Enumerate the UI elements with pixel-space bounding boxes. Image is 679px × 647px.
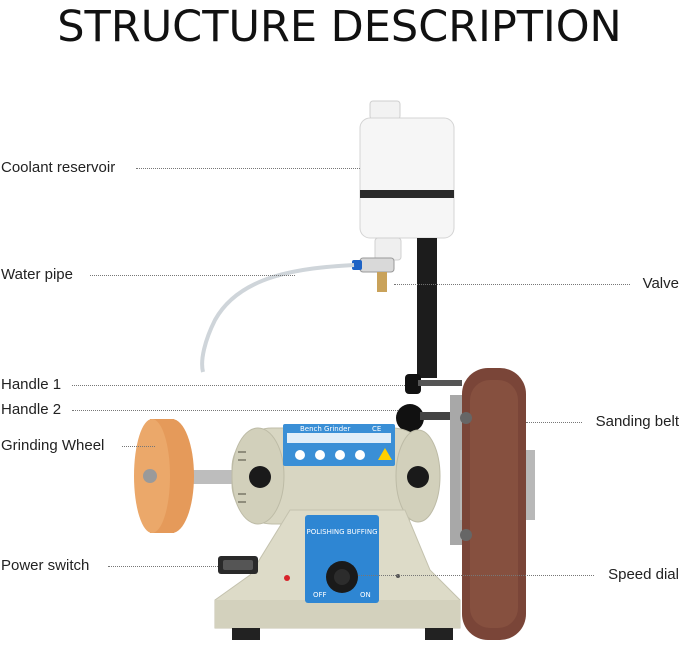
label-valve: Valve [642,275,679,292]
nameplate-title-text: Bench Grinder [300,425,350,433]
sanding-belt-graphic [450,368,535,640]
ce-mark-text: CE [372,425,381,433]
leader-handle-1 [72,385,405,386]
power-switch-graphic [218,556,290,581]
label-speed-dial: Speed dial [608,566,679,583]
leader-coolant-reservoir [136,168,360,169]
handle-2-graphic [396,404,450,432]
label-sanding-belt: Sanding belt [595,413,679,430]
dial-off-text: OFF [313,591,327,599]
dial-arc-text: POLISHING BUFFING [306,528,377,536]
mount-rod-graphic [417,238,437,378]
handle-1-graphic [405,374,462,394]
label-handle-1: Handle 1 [1,376,62,393]
coolant-reservoir-graphic [359,100,455,261]
valve-graphic [352,257,395,292]
nameplate-graphic: Bench Grinder CE [283,424,395,466]
leader-valve [394,284,630,285]
dial-on-text: ON [360,591,371,599]
leader-speed-dial [358,575,594,576]
leader-handle-2 [72,410,398,411]
label-water-pipe: Water pipe [1,266,73,283]
water-pipe-graphic [200,263,355,373]
leader-power-switch [108,566,218,567]
page-title: STRUCTURE DESCRIPTION [57,2,622,52]
label-coolant-reservoir: Coolant reservoir [1,159,116,176]
label-power-switch: Power switch [1,557,90,574]
leader-water-pipe [90,275,295,276]
label-grinding-wheel: Grinding Wheel [1,437,105,454]
grinding-wheel-graphic [134,419,245,533]
leader-grinding-wheel [122,446,155,447]
leader-sanding-belt [526,422,582,423]
label-handle-2: Handle 2 [1,401,62,418]
speed-dial-graphic: POLISHING BUFFING OFF ON [305,515,400,603]
